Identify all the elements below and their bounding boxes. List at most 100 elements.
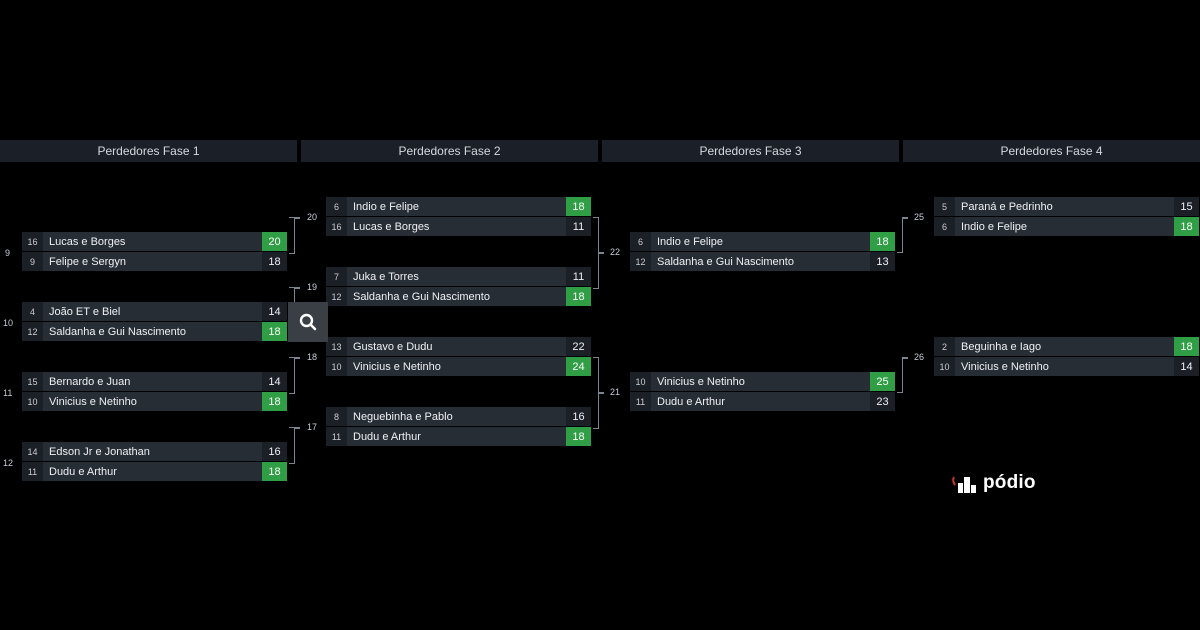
team-name: Bernardo e Juan: [49, 375, 131, 388]
team-score: 16: [566, 407, 591, 426]
bracket-connector: [902, 217, 908, 219]
winner-score: 18: [262, 392, 287, 411]
team-score: 22: [566, 337, 591, 356]
team-seed: 11: [22, 462, 43, 481]
team-score: 14: [262, 302, 287, 321]
match-number: 11: [3, 388, 13, 398]
bracket-connector: [294, 217, 300, 219]
team-name: Lucas e Borges: [353, 220, 430, 233]
team-seed: 8: [326, 407, 347, 426]
team-name: Dudu e Arthur: [353, 430, 421, 443]
match-card[interactable]: 8 Neguebinha e Pablo 16 11 Dudu e Arthur 18: [326, 407, 591, 447]
bracket-connector: [294, 427, 300, 429]
team-seed: 12: [326, 287, 347, 306]
team-score: 16: [262, 442, 287, 461]
round-header-3[interactable]: Perdedores Fase 3: [602, 140, 899, 162]
winner-score: 18: [870, 232, 895, 251]
winner-score: 25: [870, 372, 895, 391]
search-button[interactable]: [288, 302, 328, 342]
bracket-connector: [289, 427, 295, 464]
team-score: 14: [1174, 357, 1199, 376]
team-name: Paraná e Pedrinho: [961, 200, 1053, 213]
team-name: Dudu e Arthur: [657, 395, 725, 408]
team-row[interactable]: 10 Vinicius e Netinho 25: [630, 372, 895, 391]
team-seed: 10: [934, 357, 955, 376]
team-seed: 12: [22, 322, 43, 341]
match-number: 10: [3, 318, 14, 328]
team-score: 18: [262, 252, 287, 271]
winner-score: 18: [1174, 337, 1199, 356]
team-name: Indio e Felipe: [353, 200, 420, 213]
team-name: Saldanha e Gui Nascimento: [657, 255, 794, 268]
winner-score: 18: [566, 427, 591, 446]
team-seed: 6: [630, 232, 651, 251]
round-header-2[interactable]: Perdedores Fase 2: [301, 140, 598, 162]
team-name: Indio e Felipe: [961, 220, 1028, 233]
round-header-4[interactable]: Perdedores Fase 4: [903, 140, 1200, 162]
winner-score: 18: [262, 462, 287, 481]
match-number: 21: [610, 387, 621, 397]
bracket-connector: [294, 357, 300, 359]
team-score: 15: [1174, 197, 1199, 216]
team-seed: 2: [934, 337, 955, 356]
team-name: Juka e Torres: [353, 270, 419, 283]
podio-logo: pódio: [952, 472, 1036, 494]
team-row[interactable]: 8 Neguebinha e Pablo 16: [326, 407, 591, 426]
team-seed: 10: [630, 372, 651, 391]
bracket-connector: [294, 287, 300, 289]
match-number: 12: [3, 458, 14, 468]
match-number: 19: [307, 282, 318, 292]
match-number: 22: [610, 247, 621, 257]
team-name: Neguebinha e Pablo: [353, 410, 453, 423]
team-name: Lucas e Borges: [49, 235, 126, 248]
bracket-connector: [902, 357, 908, 359]
team-name: Vinicius e Netinho: [49, 395, 137, 408]
team-row[interactable]: 12 Saldanha e Gui Nascimento 13: [630, 252, 895, 271]
team-row[interactable]: 12 Saldanha e Gui Nascimento 18: [22, 322, 287, 341]
team-name: Saldanha e Gui Nascimento: [49, 325, 186, 338]
logo-text: pódio: [983, 472, 1036, 493]
round-header-1[interactable]: Perdedores Fase 1: [0, 140, 297, 162]
team-row[interactable]: 11 Dudu e Arthur 18: [326, 427, 591, 446]
match-number: 26: [914, 352, 925, 362]
team-seed: 13: [326, 337, 347, 356]
team-name: Vinicius e Netinho: [657, 375, 745, 388]
team-seed: 16: [326, 217, 347, 236]
match-number: 25: [914, 212, 925, 222]
team-seed: 12: [630, 252, 651, 271]
winner-score: 20: [262, 232, 287, 251]
winner-score: 18: [262, 322, 287, 341]
team-score: 13: [870, 252, 895, 271]
team-seed: 11: [326, 427, 347, 446]
